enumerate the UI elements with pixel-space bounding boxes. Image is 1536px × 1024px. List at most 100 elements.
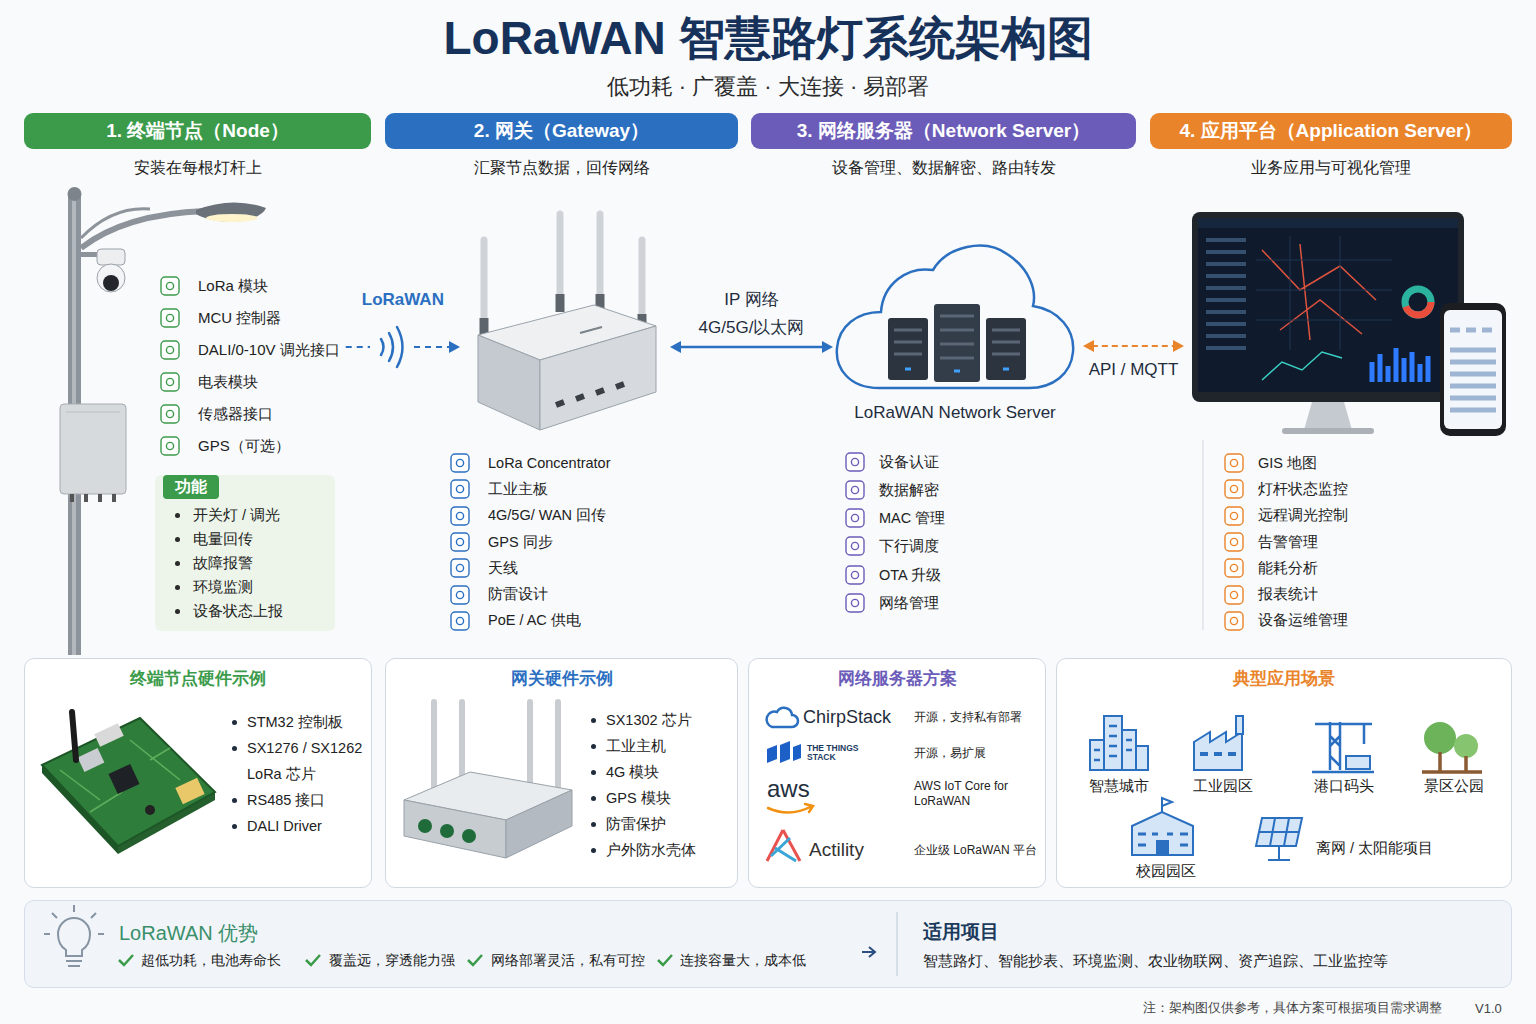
icon-row: 网络管理 xyxy=(845,591,939,615)
icon-glyph xyxy=(166,378,173,385)
icon-glyph xyxy=(851,599,858,606)
panel-heading: 网络服务器方案 xyxy=(749,667,1045,691)
panel-fill xyxy=(1056,658,1512,888)
aws-smile xyxy=(768,804,813,813)
list-icon xyxy=(450,532,470,552)
icon-frame xyxy=(161,373,179,391)
edge-label: IP 网络 4G/5G/以太网 xyxy=(696,286,808,342)
function-tab: 功能 xyxy=(163,475,219,499)
list-icon xyxy=(160,308,180,328)
icon-row: OTA 升级 xyxy=(845,563,941,587)
panel-fill xyxy=(24,658,372,888)
actility-logo xyxy=(767,830,800,861)
edge-label-holder: IP 网络 4G/5G/以太网 xyxy=(696,286,808,342)
icon-glyph xyxy=(456,538,463,545)
dashboard-donut xyxy=(1405,289,1431,315)
server xyxy=(888,318,928,380)
list-icon xyxy=(845,536,865,556)
icon-row: 远程调光控制 xyxy=(1224,503,1508,529)
icon-row: MCU 控制器 xyxy=(160,302,340,334)
list-text: 天线 xyxy=(488,559,518,578)
scene-label: 工业园区 xyxy=(1193,777,1253,796)
pcb-board xyxy=(42,718,215,846)
icon-row: GPS 同步 xyxy=(450,529,660,555)
hardware-panel: 网关硬件示例SX1302 芯片工业主机4G 模块GPS 模块防雷保护户外防水壳体 xyxy=(385,658,738,888)
scene-label-holder: 港口码头 xyxy=(1314,777,1374,796)
icon-frame xyxy=(451,480,469,498)
list-text: DALI/0-10V 调光接口 xyxy=(198,341,340,360)
server-option-text: 开源，支持私有部署 xyxy=(914,710,1039,725)
dashboard-bars xyxy=(1372,348,1428,382)
band-title: 2. 网关（Gateway） xyxy=(385,113,738,149)
version-label: V1.0 xyxy=(1475,1001,1502,1016)
icon-row: GIS 地图 xyxy=(1224,450,1508,476)
factory-icon xyxy=(1194,732,1242,770)
icon-frame xyxy=(846,537,864,555)
icon-frame xyxy=(161,309,179,327)
scene-label-holder: 离网 / 太阳能项目 xyxy=(1316,839,1433,858)
server-led xyxy=(905,369,1009,371)
pcb-connector xyxy=(94,723,123,747)
server-option-text: AWS IoT Core for LoRaWAN xyxy=(914,779,1039,809)
icon-glyph xyxy=(456,486,463,493)
camera-housing xyxy=(97,249,125,265)
phone-screen xyxy=(1444,310,1502,429)
bullet-dot xyxy=(232,720,237,725)
gateway-side xyxy=(506,790,572,858)
icon-glyph xyxy=(166,442,173,449)
list-text: 数据解密 xyxy=(879,481,939,500)
arrow-symbol xyxy=(862,947,875,957)
icon-row: 灯杆状态监控 xyxy=(1224,476,1508,502)
list-icon xyxy=(450,585,470,605)
monitor-screen xyxy=(1198,218,1458,392)
tree-trunks xyxy=(1422,752,1482,772)
icon-glyph xyxy=(851,514,858,521)
header-band: 1. 终端节点（Node）安装在每根灯杆上 xyxy=(24,113,371,149)
bullet-list: STM32 控制板SX1276 / SX1262 LoRa 芯片RS485 接口… xyxy=(232,709,371,839)
bullet-row: SX1302 芯片 xyxy=(591,707,737,733)
campus-icon xyxy=(1132,812,1193,855)
bar-text: 超低功耗，电池寿命长 xyxy=(141,952,281,970)
bullet-dot xyxy=(591,770,596,775)
bullet-list: SX1302 芯片工业主机4G 模块GPS 模块防雷保护户外防水壳体 xyxy=(591,707,737,863)
advantage-bar: LoRaWAN 优势超低功耗，电池寿命长覆盖远，穿透能力强网络部署灵活，私有可控… xyxy=(24,900,1512,988)
bullet-text: 设备状态上报 xyxy=(193,599,283,623)
dashboard-map-grid xyxy=(1256,236,1392,350)
icon-glyph xyxy=(1230,512,1237,519)
list-icon xyxy=(450,453,470,473)
list-icon xyxy=(1224,453,1244,473)
list-icon xyxy=(450,558,470,578)
scene-panel: 典型应用场景智慧城市工业园区港口码头景区公园校园园区离网 / 太阳能项目 xyxy=(1056,658,1512,888)
server-option-text: aws xyxy=(767,775,810,803)
bullet-text: 4G 模块 xyxy=(606,759,736,785)
bullet-row: SX1276 / SX1262 LoRa 芯片 xyxy=(232,735,371,787)
list-icon xyxy=(1224,532,1244,552)
icon-glyph xyxy=(1230,460,1237,467)
cable-gland xyxy=(72,494,114,502)
pcb-capacitor xyxy=(145,805,155,815)
list-icon xyxy=(845,565,865,585)
bar-text-holder: 覆盖远，穿透能力强 xyxy=(329,952,455,970)
list-text: LoRa Concentrator xyxy=(488,455,611,471)
icon-frame xyxy=(161,405,179,423)
icon-row: 传感器接口 xyxy=(160,398,340,430)
list-icon xyxy=(845,452,865,472)
bar-text: LoRaWAN 优势 xyxy=(119,920,258,947)
dashboard-rows xyxy=(1206,240,1246,348)
bullet-text: GPS 模块 xyxy=(606,785,736,811)
icon-frame xyxy=(846,566,864,584)
camera-lens xyxy=(103,275,119,291)
pcb-antenna xyxy=(72,712,76,760)
list-text: MAC 管理 xyxy=(879,509,945,528)
list-icon xyxy=(160,404,180,424)
pcb-terminal xyxy=(175,778,204,804)
list-text: GPS 同步 xyxy=(488,533,553,552)
city-icon xyxy=(1136,746,1148,770)
monitor-base xyxy=(1282,428,1374,434)
list-text: 防雷设计 xyxy=(488,585,548,604)
dashboard-topbar xyxy=(1198,218,1458,228)
server-option-text-holder: 开源，易扩展 xyxy=(914,746,1039,761)
hardware-panel: 终端节点硬件示例STM32 控制板SX1276 / SX1262 LoRa 芯片… xyxy=(24,658,372,888)
icon-glyph xyxy=(166,410,173,417)
scene-label-holder: 校园园区 xyxy=(1136,862,1196,881)
